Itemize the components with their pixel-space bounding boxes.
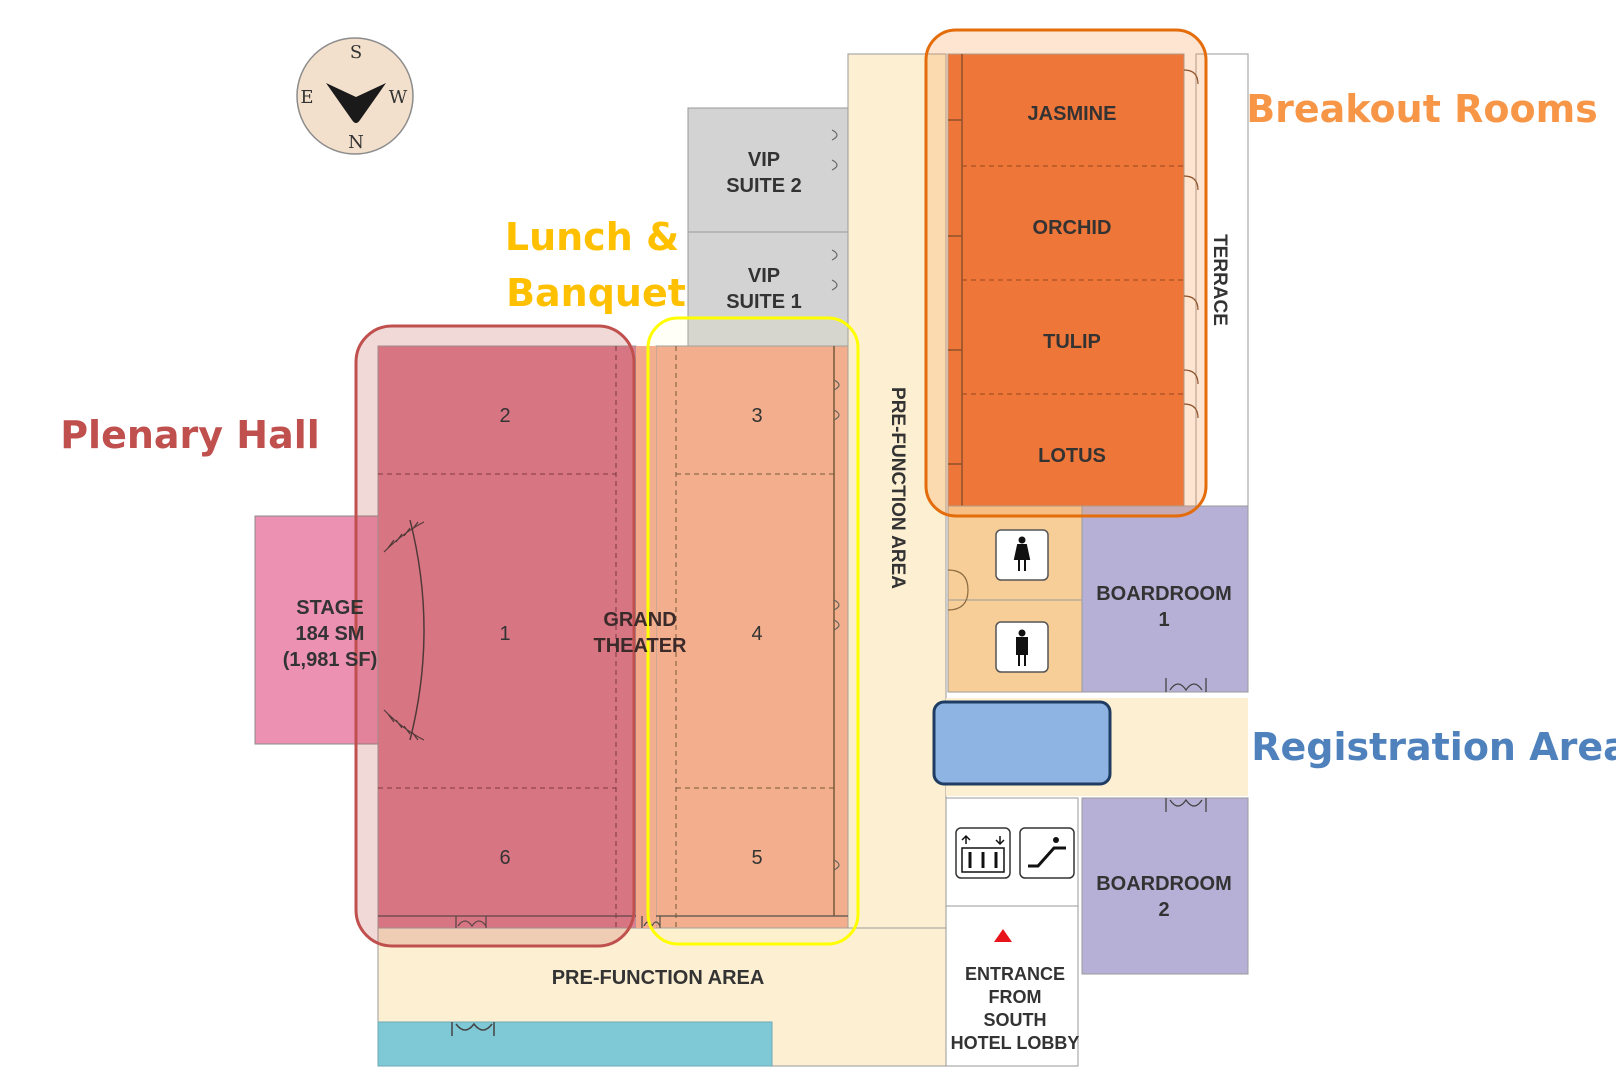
vip-suite-1-label-1: VIP <box>748 265 780 287</box>
prefunction-vertical-label: PRE-FUNCTION AREA <box>887 387 908 589</box>
terrace-label: TERRACE <box>1209 234 1230 326</box>
female-restroom-icon <box>995 529 1049 581</box>
section-3: 3 <box>751 405 762 427</box>
section-2: 2 <box>499 405 510 427</box>
breakout-rooms-outline <box>924 28 1208 518</box>
boardroom-2-label-1: BOARDROOM <box>1096 873 1232 895</box>
grand-theater-label-2: THEATER <box>594 635 688 657</box>
elevator-icon <box>955 827 1011 879</box>
entrance-arrow-icon <box>994 929 1012 942</box>
entrance-label-4: HOTEL LOBBY <box>951 1033 1080 1053</box>
compass-needle-icon <box>326 83 386 123</box>
plenary-hall-annotation: Plenary Hall <box>60 413 320 457</box>
boardrooms <box>1081 505 1249 975</box>
pool-door-icon <box>451 1022 495 1036</box>
registration-area-annotation: Registration Area <box>1251 725 1616 769</box>
boardroom-1-label-2: 1 <box>1158 609 1169 631</box>
vip-suites <box>687 107 849 347</box>
stage-label-1: STAGE <box>296 597 363 619</box>
compass-n: N <box>348 132 364 153</box>
registration-desk <box>932 700 1112 786</box>
male-restroom-icon <box>995 621 1049 673</box>
stage-label-3: (1,981 SF) <box>283 649 377 671</box>
compass-s: S <box>350 42 362 63</box>
pool-area <box>377 1021 773 1067</box>
stage-label-2: 184 SM <box>296 623 365 645</box>
plenary-hall-room <box>377 345 637 929</box>
boardroom-2-label-2: 2 <box>1158 899 1169 921</box>
grand-theater-label-1: GRAND <box>603 609 676 631</box>
breakout-rooms <box>947 53 1199 507</box>
section-1: 1 <box>499 623 510 645</box>
prefunction-bottom-label: PRE-FUNCTION AREA <box>552 967 765 989</box>
compass-e: E <box>300 87 313 108</box>
boardroom-1-label-1: BOARDROOM <box>1096 583 1232 605</box>
lunch-banquet-annotation-1: Lunch & <box>505 215 679 259</box>
tulip-label: TULIP <box>1043 331 1101 353</box>
restrooms <box>947 505 1083 693</box>
plenary-hall-outline <box>354 324 636 948</box>
entrance-label-2: FROM <box>989 987 1042 1007</box>
section-6: 6 <box>499 847 510 869</box>
section-5: 5 <box>751 847 762 869</box>
entrance-label-1: ENTRANCE <box>965 964 1065 984</box>
vip-suite-2-label-2: SUITE 2 <box>726 175 802 197</box>
jasmine-label: JASMINE <box>1028 103 1117 125</box>
vip-suite-2-label-1: VIP <box>748 149 780 171</box>
breakout-rooms-annotation: Breakout Rooms <box>1246 87 1598 131</box>
entrance-label-3: SOUTH <box>984 1010 1047 1030</box>
escalator-icon <box>1019 827 1075 879</box>
compass: S E W N <box>296 37 414 155</box>
lunch-banquet-annotation-2: Banquet <box>506 271 686 315</box>
section-4: 4 <box>751 623 762 645</box>
lotus-label: LOTUS <box>1038 445 1106 467</box>
compass-w: W <box>389 87 408 108</box>
lunch-banquet-outline <box>646 316 860 946</box>
vip-suite-1-label-2: SUITE 1 <box>726 291 802 313</box>
orchid-label: ORCHID <box>1033 217 1112 239</box>
banquet-room <box>636 345 849 929</box>
